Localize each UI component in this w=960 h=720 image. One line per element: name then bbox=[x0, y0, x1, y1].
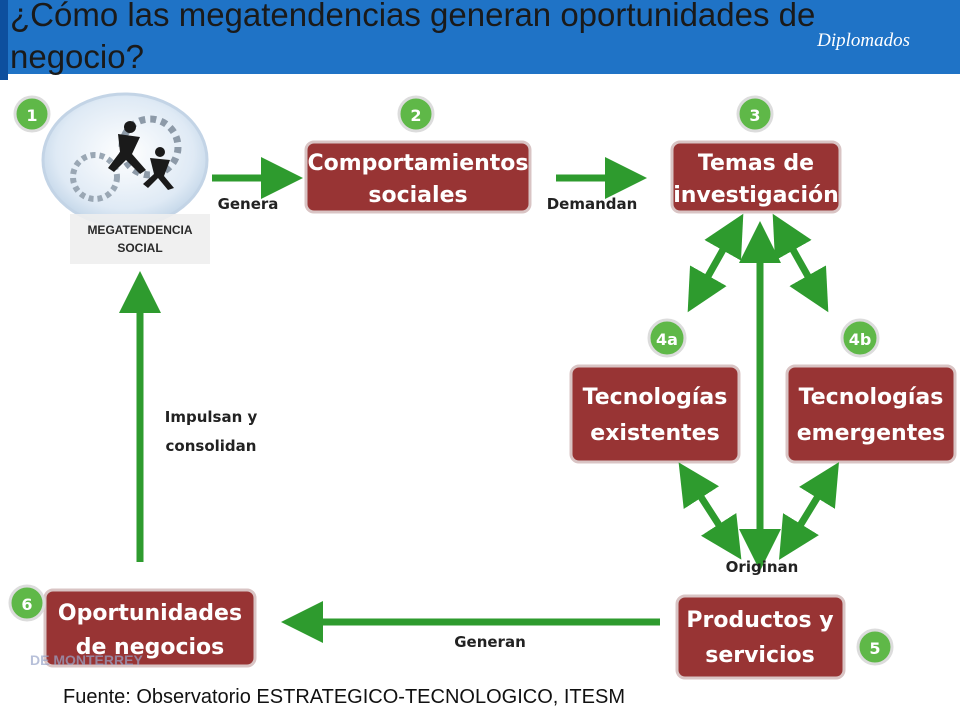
monterrey-watermark: DE MONTERREY bbox=[30, 652, 143, 668]
badge-1-label: 1 bbox=[26, 106, 37, 125]
temas-line2: investigación bbox=[673, 183, 839, 208]
oportunidades-line2: de negocios bbox=[76, 635, 225, 660]
productos-line2: servicios bbox=[705, 643, 815, 668]
gear-icon bbox=[118, 115, 182, 179]
badge-5-label: 5 bbox=[869, 639, 880, 658]
header-bar: ¿Cómo las megatendencias generan oportun… bbox=[0, 0, 960, 80]
page-title: ¿Cómo las megatendencias generan oportun… bbox=[10, 0, 816, 75]
badge-2: 2 bbox=[397, 95, 435, 133]
arrow-existentes-originan bbox=[678, 462, 742, 560]
badge-6-label: 6 bbox=[21, 595, 32, 614]
badge-4b: 4b bbox=[840, 318, 880, 358]
source-caption: Fuente: Observatorio ESTRATEGICO-TECNOLO… bbox=[63, 686, 625, 708]
edge-label-originan: Originan bbox=[726, 558, 799, 576]
node-productos: Productos y servicios bbox=[675, 594, 846, 680]
tec-existentes-line1: Tecnologías bbox=[583, 385, 728, 410]
badge-5: 5 bbox=[856, 628, 894, 666]
badge-2-label: 2 bbox=[410, 106, 421, 125]
edge-label-generan: Generan bbox=[454, 633, 526, 651]
node-oportunidades: Oportunidades de negocios bbox=[43, 588, 257, 668]
edge-label-impulsan-line1: Impulsan y bbox=[165, 408, 258, 426]
oportunidades-line1: Oportunidades bbox=[58, 601, 242, 626]
temas-line1: Temas de bbox=[698, 151, 814, 176]
node-tec-emergentes: Tecnologías emergentes bbox=[785, 364, 957, 464]
node-tec-existentes: Tecnologías existentes bbox=[569, 364, 741, 464]
arrow-temas-emergentes bbox=[772, 213, 829, 313]
gear-icon-small bbox=[70, 152, 120, 202]
productos-line1: Productos y bbox=[686, 608, 833, 633]
node-comportamientos: Comportamientos sociales bbox=[304, 140, 532, 214]
badge-1: 1 bbox=[13, 95, 51, 133]
tec-emergentes-line2: emergentes bbox=[797, 421, 945, 446]
comportamientos-line2: sociales bbox=[368, 183, 467, 208]
tec-emergentes-line1: Tecnologías bbox=[799, 385, 944, 410]
arrow-temas-existentes bbox=[687, 213, 744, 313]
business-people-icon bbox=[108, 121, 174, 190]
brand-label: Diplomados bbox=[817, 30, 910, 51]
badge-3: 3 bbox=[736, 95, 774, 133]
badge-4b-label: 4b bbox=[849, 330, 872, 349]
badge-4a-label: 4a bbox=[656, 330, 678, 349]
megatendencia-label-line2: SOCIAL bbox=[117, 241, 162, 255]
badge-6: 6 bbox=[8, 584, 46, 622]
megatendencia-label-line1: MEGATENDENCIA bbox=[87, 223, 192, 237]
node-temas: Temas de investigación bbox=[670, 140, 842, 214]
megatrend-diagram: MEGATENDENCIA SOCIAL Comportamientos soc… bbox=[8, 92, 957, 680]
tec-existentes-line2: existentes bbox=[590, 421, 719, 446]
edge-label-demandan: Demandan bbox=[547, 195, 638, 213]
badge-3-label: 3 bbox=[749, 106, 760, 125]
megatendencia-node: MEGATENDENCIA SOCIAL bbox=[41, 92, 210, 264]
arrow-emergentes-originan bbox=[779, 462, 839, 560]
badge-4a: 4a bbox=[647, 318, 687, 358]
edge-label-genera: Genera bbox=[218, 195, 279, 213]
edge-label-impulsan-line2: consolidan bbox=[166, 437, 257, 455]
header-accent-strip bbox=[0, 0, 8, 80]
comportamientos-line1: Comportamientos bbox=[307, 151, 528, 176]
